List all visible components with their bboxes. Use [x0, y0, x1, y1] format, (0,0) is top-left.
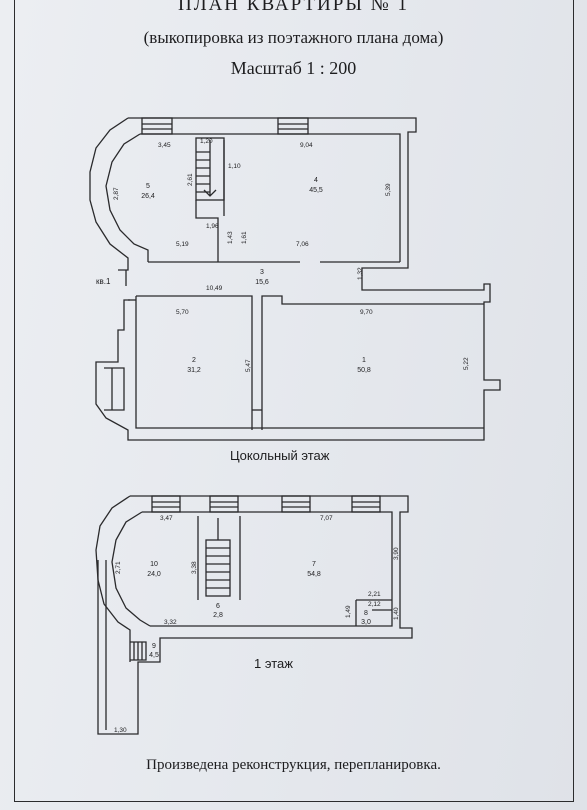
dim-label: 1,30 — [114, 727, 127, 734]
room-number: 9 — [152, 643, 156, 650]
room-area: 54,8 — [307, 571, 321, 578]
room-area: 3,0 — [361, 619, 371, 626]
room-number: 8 — [364, 610, 368, 617]
first-floor-outer-wall — [97, 495, 413, 735]
floor1-window — [281, 495, 311, 513]
basement-wall-5-4 — [195, 200, 219, 262]
dim-label: 7,07 — [320, 515, 333, 522]
dim-label: 1,43 — [227, 231, 234, 244]
dim-label: 5,39 — [385, 183, 392, 196]
basement-bay-outer — [89, 117, 129, 271]
room-area: 4,5 — [149, 652, 159, 659]
dim-label: 1,61 — [241, 231, 248, 244]
room-area: 15,6 — [255, 279, 269, 286]
floor1-window — [151, 495, 181, 513]
basement-window — [141, 117, 173, 135]
floor1-window — [351, 495, 381, 513]
basement-corridor-bottom — [136, 295, 484, 430]
first-floor-inner — [142, 511, 393, 627]
basement-inner-top — [140, 133, 401, 262]
dim-label: 2,12 — [368, 601, 381, 608]
room-area: 2,8 — [213, 612, 223, 619]
dim-label: 7,06 — [296, 241, 309, 248]
plan-subtitle: (выкопировка из поэтажного плана дома) — [143, 28, 444, 47]
page-frame — [14, 0, 574, 802]
plan-scale: Масштаб 1 : 200 — [230, 58, 357, 78]
room-number: 3 — [260, 269, 264, 276]
room-area: 31,2 — [187, 367, 201, 374]
dim-label: 2,71 — [115, 561, 122, 574]
reconstruction-note: Произведена реконструкция, перепланировк… — [146, 757, 441, 773]
dim-label: 3,32 — [164, 619, 177, 626]
dim-label: 2,21 — [368, 591, 381, 598]
room-area: 26,4 — [141, 193, 155, 200]
dim-label: 2,87 — [113, 187, 120, 200]
room-number: 2 — [192, 357, 196, 364]
dim-label: 3,47 — [160, 515, 173, 522]
basement-window — [277, 117, 309, 135]
dim-label: 1,40 — [393, 607, 400, 620]
first-floor-title: 1 этаж — [254, 656, 293, 671]
dim-label: 3,90 — [393, 547, 400, 560]
dim-label: 5,22 — [463, 357, 470, 370]
room-area: 50,8 — [357, 367, 371, 374]
room-number: 5 — [146, 183, 150, 190]
dim-label: 9,04 — [300, 142, 313, 149]
room-number: 1 — [362, 357, 366, 364]
basement-inner-bottom — [135, 296, 484, 429]
dim-label: 1,32 — [357, 267, 364, 280]
basement-outer-wall — [95, 117, 501, 441]
apartment-marker: кв.1 — [96, 277, 111, 286]
dim-label: 1,10 — [228, 163, 241, 170]
room-number: 10 — [150, 561, 158, 568]
basement-bay-inner — [105, 133, 149, 262]
plan-title: ПЛАН КВАРТИРЫ № 1 — [177, 0, 410, 15]
dim-label: 1,49 — [345, 605, 352, 618]
dim-label: 9,70 — [360, 309, 373, 316]
basement-plan — [89, 117, 501, 441]
room-number: 4 — [314, 177, 318, 184]
room-number: 6 — [216, 603, 220, 610]
dim-label: 3,38 — [191, 561, 198, 574]
room-area: 45,5 — [309, 187, 323, 194]
first-floor-plan — [95, 495, 413, 735]
room-number: 7 — [312, 561, 316, 568]
dim-label: 5,47 — [245, 359, 252, 372]
floor1-window — [209, 495, 239, 513]
dim-label: 1,96 — [206, 223, 219, 230]
dim-label: 3,45 — [158, 142, 171, 149]
dim-label: 1,20 — [200, 138, 213, 145]
dim-label: 10,49 — [206, 285, 223, 292]
basement-title: Цокольный этаж — [230, 448, 330, 463]
first-floor-bay-outer — [95, 495, 131, 662]
dim-label: 5,19 — [176, 241, 189, 248]
first-floor-bay-inner — [111, 511, 151, 627]
dim-label: 5,70 — [176, 309, 189, 316]
room-area: 24,0 — [147, 571, 161, 578]
dim-label: 2,61 — [187, 173, 194, 186]
